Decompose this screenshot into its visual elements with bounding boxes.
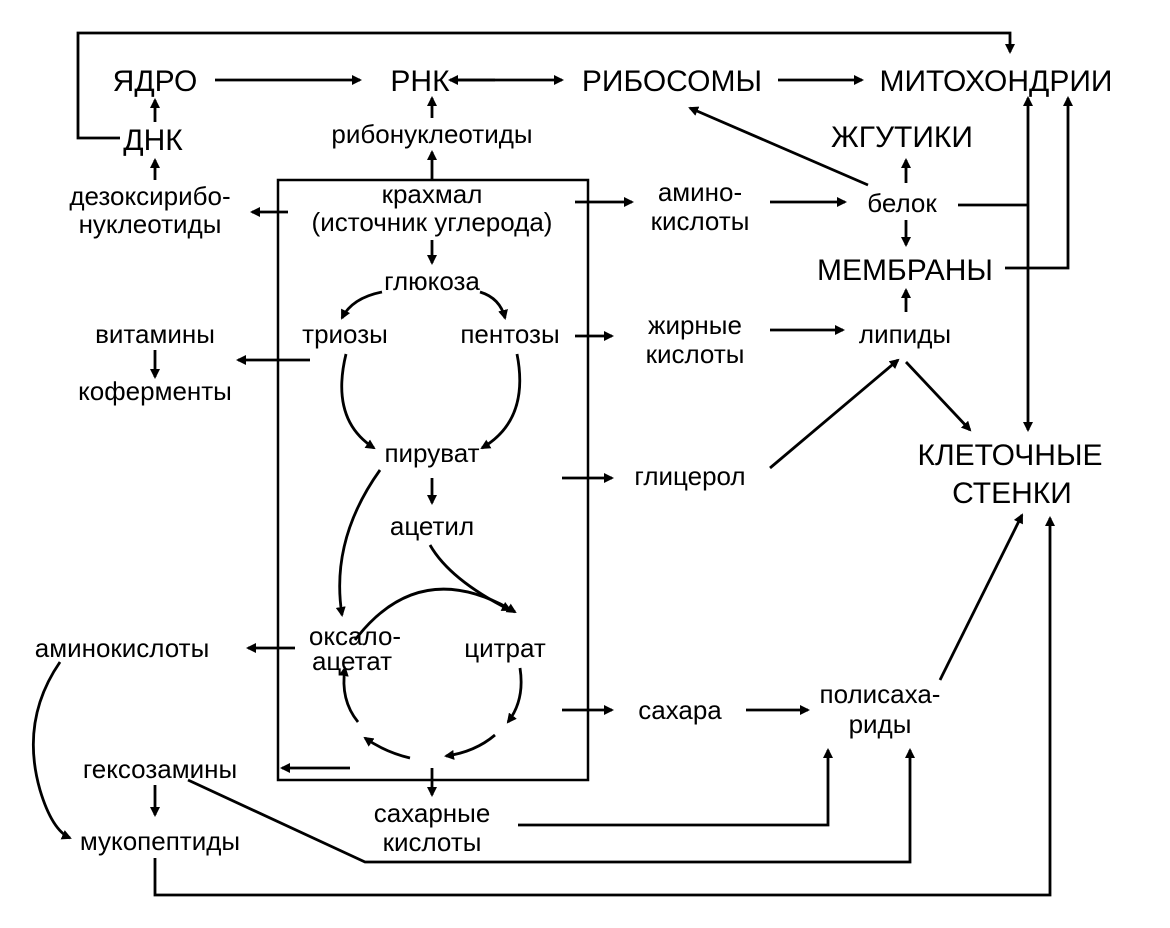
node-coenzymes: коферменты: [78, 376, 232, 406]
node-fatty-acids-line1: жирные: [648, 310, 742, 340]
node-fatty-acids-line2: кислоты: [646, 339, 745, 369]
node-mucopeptides: мукопептиды: [80, 826, 240, 856]
node-polysaccharides-line1: полисаха-: [820, 679, 941, 709]
node-cell-walls-line2: СТЕНКИ: [952, 477, 1072, 510]
node-acetyl: ацетил: [390, 511, 474, 541]
node-trioses: триозы: [302, 319, 388, 349]
node-starch-line1: крахмал: [382, 179, 483, 209]
node-polysaccharides-line2: риды: [849, 709, 912, 739]
node-cell-walls-line1: КЛЕТОЧНЫЕ: [917, 439, 1102, 472]
node-pyruvate: пируват: [384, 438, 479, 468]
node-deoxyribonucleotides-line2: нуклеотиды: [79, 209, 222, 239]
node-sugars: сахара: [638, 695, 722, 725]
node-mitochondria: МИТОХОНДРИИ: [880, 65, 1113, 98]
node-hexosamines: гексозамины: [83, 754, 237, 784]
node-amino-acids-line1: амино-: [658, 177, 742, 207]
node-oxaloacetate-line2: ацетат: [312, 646, 392, 676]
node-flagella: ЖГУТИКИ: [831, 121, 973, 154]
node-starch-line2: (источник углерода): [312, 207, 553, 237]
node-amino-acids-2: аминокислоты: [35, 633, 210, 663]
node-rna: РНК: [390, 65, 450, 98]
node-membranes: МЕМБРАНЫ: [817, 254, 993, 287]
node-amino-acids-line2: кислоты: [651, 206, 750, 236]
node-nucleus: ЯДРО: [113, 65, 198, 98]
node-oxaloacetate-line1: оксало-: [309, 621, 401, 651]
node-pentoses: пентозы: [460, 319, 559, 349]
node-dna: ДНК: [123, 124, 183, 157]
node-sugar-acids-line1: сахарные: [374, 798, 491, 828]
node-sugar-acids-line2: кислоты: [383, 827, 482, 857]
node-glycerol: глицерол: [634, 461, 745, 491]
node-glucose: глюкоза: [384, 266, 480, 296]
connectors: [31, 31, 1073, 897]
node-ribonucleotides: рибонуклеотиды: [331, 119, 532, 149]
node-ribosomes: РИБОСОМЫ: [582, 65, 762, 98]
node-deoxyribonucleotides-line1: дезоксирибо-: [69, 181, 230, 211]
node-vitamins: витамины: [95, 319, 215, 349]
node-protein: белок: [867, 188, 937, 218]
node-citrate: цитрат: [464, 633, 546, 663]
node-lipids: липиды: [859, 319, 951, 349]
